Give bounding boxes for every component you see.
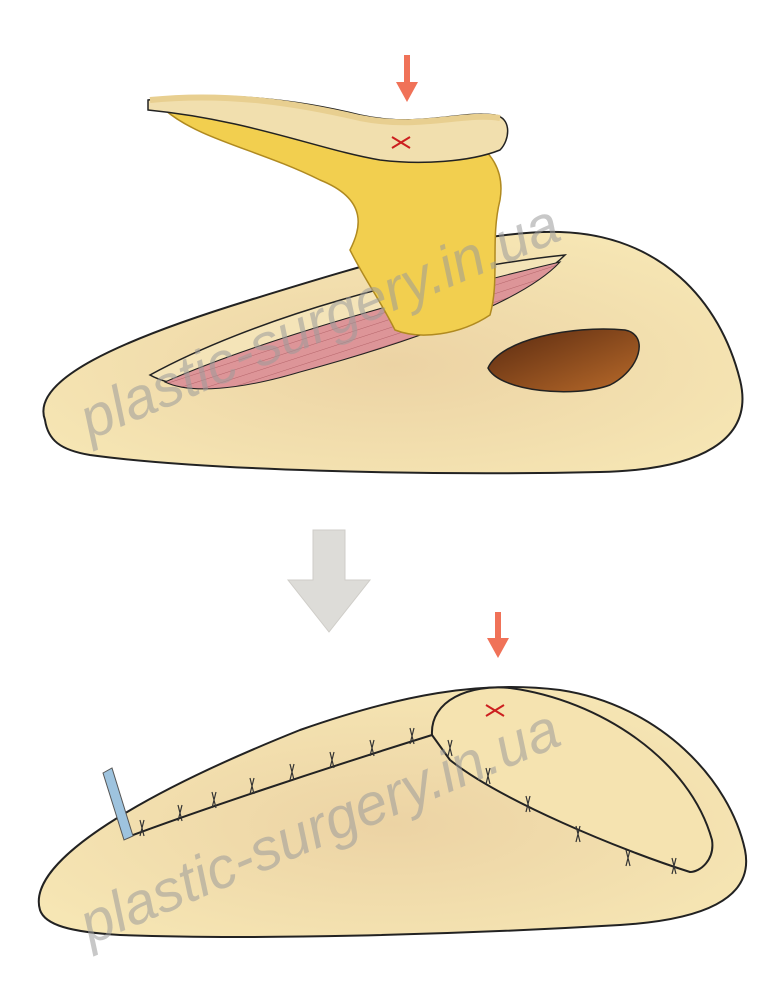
- sutures: [139, 727, 677, 875]
- top-panel-before: [42, 55, 744, 475]
- suture-line: [124, 734, 433, 839]
- bottom-panel-after: [37, 612, 748, 938]
- donor-cavity: [487, 328, 640, 393]
- nipple-mark-icon: [485, 704, 505, 717]
- nipple-mark-icon: [391, 136, 411, 149]
- breast-skin-outline: [42, 230, 744, 475]
- down-arrow-icon: [286, 529, 372, 633]
- drain-tube: [102, 767, 134, 841]
- pointer-arrow-icon: [487, 612, 509, 658]
- pointer-arrow-icon: [396, 55, 418, 102]
- flap-inset: [430, 686, 714, 874]
